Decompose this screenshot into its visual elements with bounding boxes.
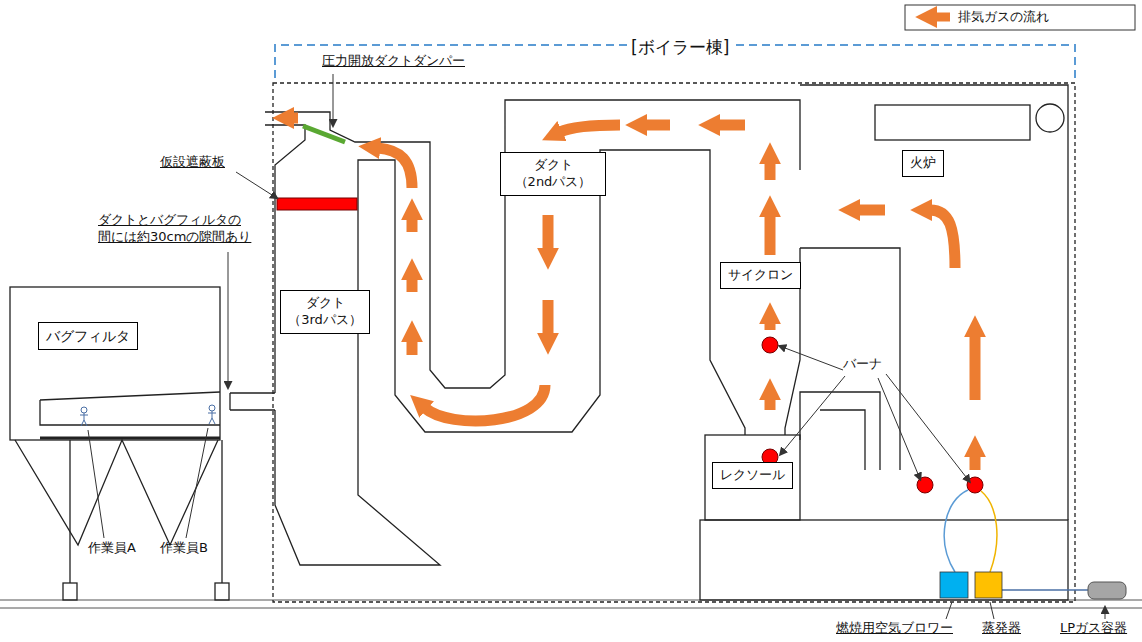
flow-arrow	[425, 385, 545, 421]
flow-arrow	[930, 210, 955, 268]
leader-line	[878, 378, 918, 474]
lp-supply-line	[1002, 589, 1088, 591]
equipment-box: 火炉	[902, 150, 944, 177]
temporary-shield-plate	[277, 198, 357, 210]
furnace-outer-wall	[800, 85, 1068, 520]
filter-foot	[63, 583, 77, 600]
filter-platform	[40, 437, 220, 440]
bag-filter	[10, 287, 229, 600]
flow-arrow	[645, 120, 670, 131]
flow-arrow	[378, 148, 412, 188]
burner	[967, 477, 983, 493]
equipment-box: レクソール	[712, 462, 793, 489]
air-line	[944, 490, 968, 572]
leader-line	[88, 430, 104, 538]
bag-filter-housing	[10, 287, 220, 440]
drum-end	[1036, 104, 1064, 132]
air-blower	[940, 572, 968, 598]
legend-entry: 排気ガスの流れ	[958, 9, 1049, 26]
callout-label: 仮設遮蔽板	[160, 154, 225, 171]
flow-arrow	[765, 398, 776, 410]
ground-line	[0, 600, 1142, 608]
legend-box	[905, 5, 1135, 30]
flow-arrow	[407, 340, 418, 355]
worker-label: 作業員A	[88, 540, 136, 557]
box-text: サイクロン	[728, 267, 793, 284]
leader-line	[886, 374, 966, 477]
legend-arrow	[935, 13, 950, 22]
callout-label: 燃焼用空気ブロワー	[836, 620, 953, 637]
flow-arrow	[765, 162, 776, 180]
equipment-box: サイクロン	[720, 262, 801, 289]
note-label: ダクトとバグフィルタの 間には約30cmの隙間あり	[98, 212, 283, 246]
flow-arrow	[858, 205, 885, 216]
duct-label-box: ダクト （3rdパス）	[280, 290, 370, 334]
flow-arrow	[718, 120, 745, 131]
building-boundary	[273, 83, 1075, 602]
gas-line	[981, 491, 997, 572]
box-text: 火炉	[910, 155, 936, 172]
gas-flow	[292, 118, 975, 470]
callout-label: LPガス容器	[1060, 620, 1127, 637]
leader-line	[784, 376, 845, 450]
flow-arrow	[543, 215, 554, 250]
worker-label: 作業員B	[160, 540, 208, 557]
internal-structure	[800, 392, 880, 470]
leader-line	[785, 348, 843, 370]
callout-label: 蒸発器	[982, 620, 1021, 637]
flow-arrow	[407, 278, 418, 292]
duct-wall	[265, 100, 800, 393]
flow-arrow	[407, 218, 418, 232]
leader-line	[333, 74, 334, 120]
burner	[917, 477, 933, 493]
callout-label: バーナ	[843, 356, 882, 373]
flow-arrow	[560, 125, 620, 132]
filter-foot	[215, 583, 229, 600]
steam-drum	[875, 105, 1030, 140]
leader-line	[946, 602, 952, 619]
equipment-box: バグフィルタ	[38, 322, 138, 350]
flow-arrow	[970, 455, 981, 470]
inlet-stub	[230, 393, 275, 410]
duct-wall	[275, 150, 745, 565]
box-text: ダクト （2ndパス）	[508, 157, 598, 191]
flow-arrow	[765, 215, 776, 255]
leader-line	[186, 428, 208, 538]
leaders	[88, 74, 1105, 619]
leader-line	[990, 602, 994, 619]
flow-arrow	[292, 113, 298, 124]
box-text: レクソール	[720, 467, 785, 484]
filter-floor	[40, 392, 220, 425]
burners	[762, 337, 983, 493]
callout-label: 圧力開放ダクトダンパー	[322, 53, 465, 70]
worker-figure	[80, 407, 88, 426]
flow-arrow	[970, 335, 981, 400]
duct-label-box: ダクト （2ndパス）	[500, 152, 606, 196]
lp-gas-cylinder	[1088, 582, 1126, 599]
burner	[762, 337, 778, 353]
furnace-base	[700, 520, 1068, 600]
legend-text: 排気ガスの流れ	[958, 9, 1049, 24]
leader-line	[236, 172, 272, 195]
leader-line	[228, 252, 229, 382]
leader-line	[1105, 613, 1106, 619]
flow-arrow	[543, 300, 554, 335]
worker-figure	[208, 405, 216, 424]
duct-walls	[230, 85, 1068, 600]
region-label: [ボイラー棟]	[627, 36, 733, 58]
box-text: ダクト （3rdパス）	[288, 295, 362, 329]
box-text: バグフィルタ	[46, 327, 130, 345]
pressure-damper	[303, 126, 345, 142]
flow-arrow	[765, 322, 776, 330]
evaporator	[975, 572, 1002, 598]
